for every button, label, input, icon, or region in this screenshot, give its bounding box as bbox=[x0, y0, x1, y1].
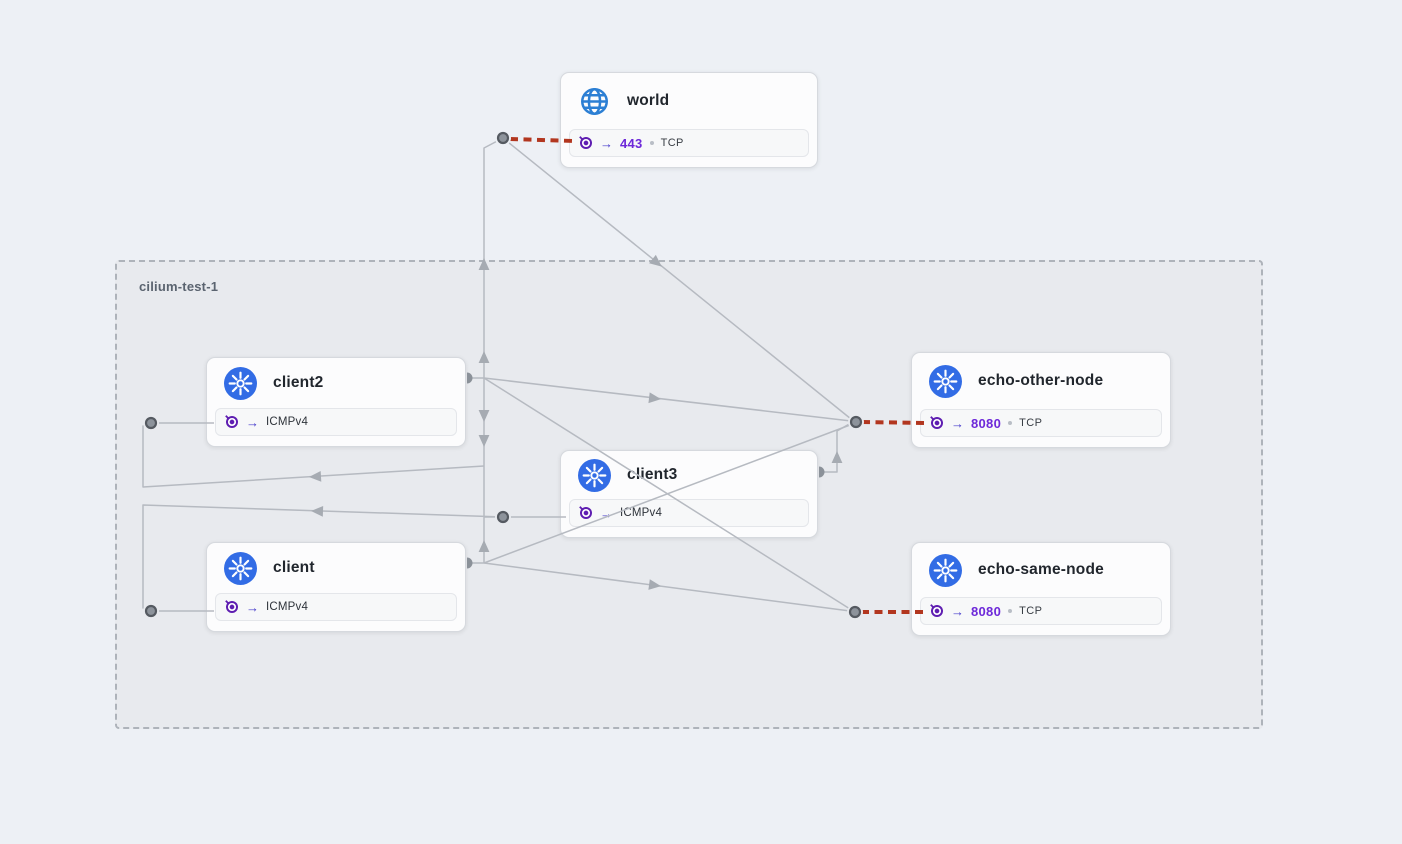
arrow-right-icon: → bbox=[951, 603, 964, 619]
namespace-label: cilium-test-1 bbox=[139, 279, 219, 294]
arrow-right-icon: → bbox=[246, 599, 259, 615]
port-row[interactable]: → 8080 TCP bbox=[920, 597, 1162, 625]
node-title: client bbox=[273, 559, 315, 576]
arrow-right-icon: → bbox=[600, 505, 613, 521]
port-number: 8080 bbox=[971, 603, 1002, 619]
port-protocol: TCP bbox=[1019, 417, 1043, 429]
node-header: echo-same-node bbox=[912, 543, 1170, 597]
port-protocol: ICMPv4 bbox=[266, 601, 309, 613]
port-protocol: TCP bbox=[660, 137, 684, 149]
port-number: 443 bbox=[620, 135, 643, 151]
node-title: echo-other-node bbox=[978, 372, 1104, 389]
kubernetes-icon bbox=[224, 551, 257, 585]
arrow-right-icon: → bbox=[951, 415, 964, 431]
globe-icon bbox=[578, 85, 611, 118]
node-client2[interactable]: client2 → ICMPv4 bbox=[206, 357, 466, 447]
node-header: echo-other-node bbox=[912, 353, 1170, 409]
node-title: world bbox=[627, 92, 670, 109]
kubernetes-icon bbox=[929, 364, 962, 398]
node-client3[interactable]: client3 → ICMPv4 bbox=[560, 450, 818, 538]
arrow-right-icon: → bbox=[246, 414, 259, 430]
port-row[interactable]: → ICMPv4 bbox=[215, 593, 457, 621]
kubernetes-icon bbox=[578, 458, 611, 492]
node-title: client2 bbox=[273, 374, 324, 391]
node-title: client3 bbox=[627, 466, 678, 483]
node-client[interactable]: client → ICMPv4 bbox=[206, 542, 466, 632]
port-row[interactable]: → ICMPv4 bbox=[569, 499, 809, 527]
node-echo-other-node[interactable]: echo-other-node → 8080 TCP bbox=[911, 352, 1171, 448]
port-row[interactable]: → 8080 TCP bbox=[920, 409, 1162, 437]
node-title: echo-same-node bbox=[978, 561, 1104, 578]
separator-dot bbox=[1008, 421, 1013, 425]
access-point-icon bbox=[930, 416, 944, 430]
port-number: 8080 bbox=[971, 415, 1002, 431]
port-row[interactable]: → ICMPv4 bbox=[215, 408, 457, 436]
port-protocol: ICMPv4 bbox=[266, 416, 309, 428]
arrow-right-icon: → bbox=[600, 135, 613, 151]
port-protocol: ICMPv4 bbox=[620, 507, 663, 519]
node-header: client2 bbox=[207, 358, 465, 408]
access-point-icon bbox=[225, 600, 239, 614]
node-header: world bbox=[561, 73, 817, 129]
kubernetes-icon bbox=[929, 553, 962, 587]
access-point-icon bbox=[225, 415, 239, 429]
access-point-icon bbox=[579, 136, 593, 150]
port-row[interactable]: → 443 TCP bbox=[569, 129, 809, 157]
access-point-icon bbox=[930, 604, 944, 618]
kubernetes-icon bbox=[224, 366, 257, 400]
node-header: client3 bbox=[561, 451, 817, 499]
separator-dot bbox=[1008, 609, 1013, 613]
port-protocol: TCP bbox=[1019, 605, 1043, 617]
connector-dot bbox=[496, 131, 510, 145]
access-point-icon bbox=[579, 506, 593, 520]
node-echo-same-node[interactable]: echo-same-node → 8080 TCP bbox=[911, 542, 1171, 636]
separator-dot bbox=[649, 141, 654, 145]
node-header: client bbox=[207, 543, 465, 593]
connector-dot-halo bbox=[495, 130, 511, 146]
node-world[interactable]: world → 443 TCP bbox=[560, 72, 818, 168]
